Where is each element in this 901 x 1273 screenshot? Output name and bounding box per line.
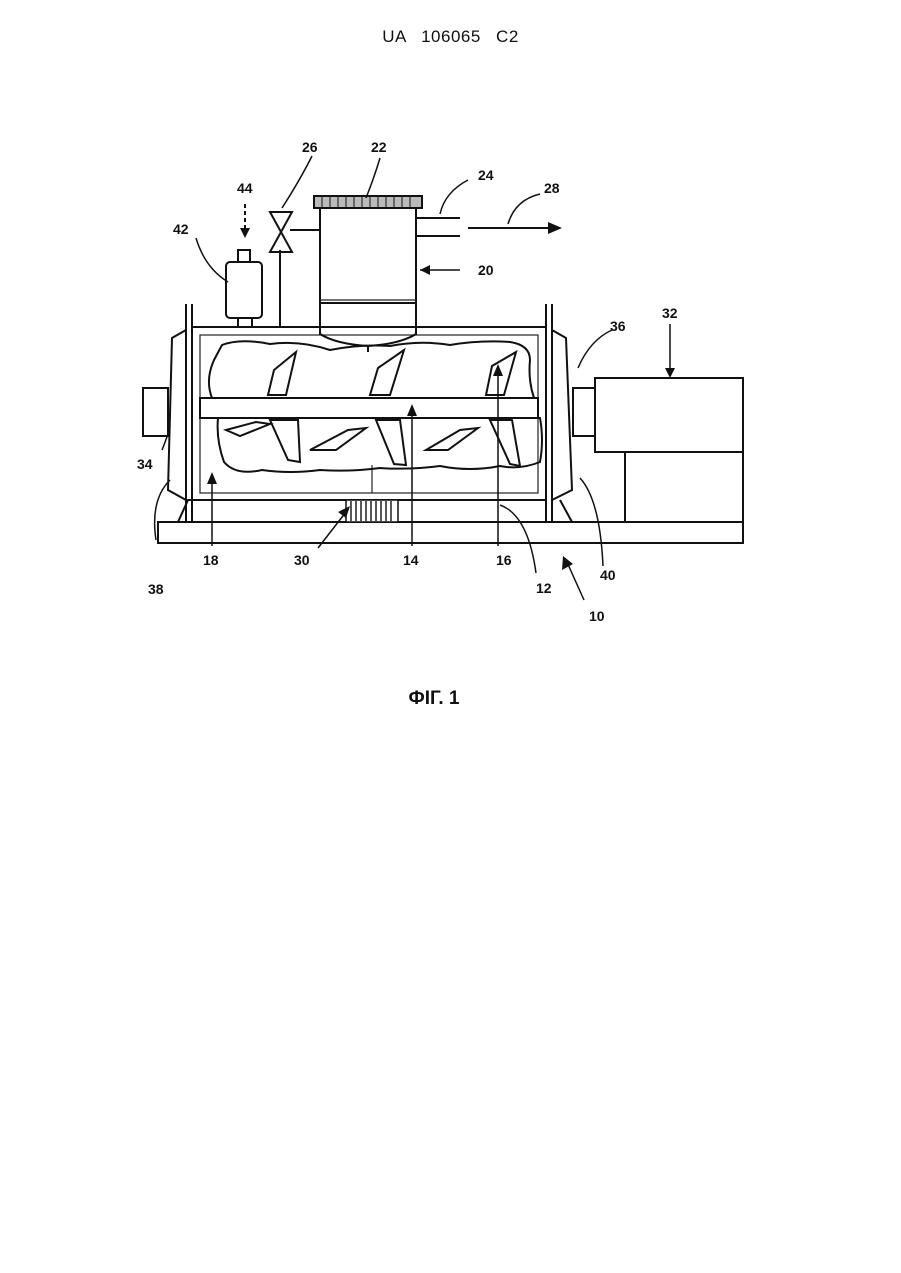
paddle-1 (268, 352, 296, 395)
agitator-shaft (200, 398, 538, 418)
end-cap-left (168, 330, 186, 500)
base-plate (158, 522, 743, 543)
motor-stand (625, 452, 743, 522)
ref-44: 44 (237, 180, 253, 196)
heater-element (346, 500, 398, 522)
paddle-6 (376, 420, 406, 465)
ref-12: 12 (536, 580, 552, 596)
ref-16: 16 (496, 552, 512, 568)
ref-36: 36 (610, 318, 626, 334)
nozzle-cap (238, 250, 250, 262)
nozzle-tip (238, 318, 252, 327)
ref-18: 18 (203, 552, 219, 568)
leader-lines (155, 156, 670, 600)
outlet-pipe (416, 218, 460, 236)
ref-38: 38 (148, 581, 164, 597)
paddle-9 (226, 422, 270, 436)
condenser-funnel (320, 303, 416, 346)
paddle-4 (270, 420, 300, 462)
condenser-column (320, 208, 416, 303)
ref-32: 32 (662, 305, 678, 321)
paddle-8 (490, 420, 520, 466)
ref-26: 26 (302, 139, 318, 155)
valve-piping (280, 230, 320, 327)
valve-26 (270, 212, 292, 252)
ref-14: 14 (403, 552, 419, 568)
bearing-left (143, 388, 168, 436)
ref-24: 24 (478, 167, 494, 183)
ref-20: 20 (478, 262, 494, 278)
ref-30: 30 (294, 552, 310, 568)
ref-22: 22 (371, 139, 387, 155)
paddle-2 (370, 350, 404, 395)
ref-28: 28 (544, 180, 560, 196)
paddle-5 (310, 428, 366, 450)
motor-box (595, 378, 743, 452)
flow-arrow-28 (468, 222, 562, 234)
patent-drawing: 26 22 24 28 44 42 20 32 36 34 18 30 14 1… (0, 0, 901, 680)
paddle-7 (426, 428, 478, 450)
ref-42: 42 (173, 221, 189, 237)
ref-34: 34 (137, 456, 153, 472)
feed-arrow-44 (240, 204, 250, 238)
bearing-right (573, 388, 595, 436)
ref-10: 10 (589, 608, 605, 624)
end-cap-right (552, 330, 572, 500)
ref-40: 40 (600, 567, 616, 583)
nozzle-42 (226, 262, 262, 318)
figure-caption: ФІГ. 1 (0, 688, 868, 710)
